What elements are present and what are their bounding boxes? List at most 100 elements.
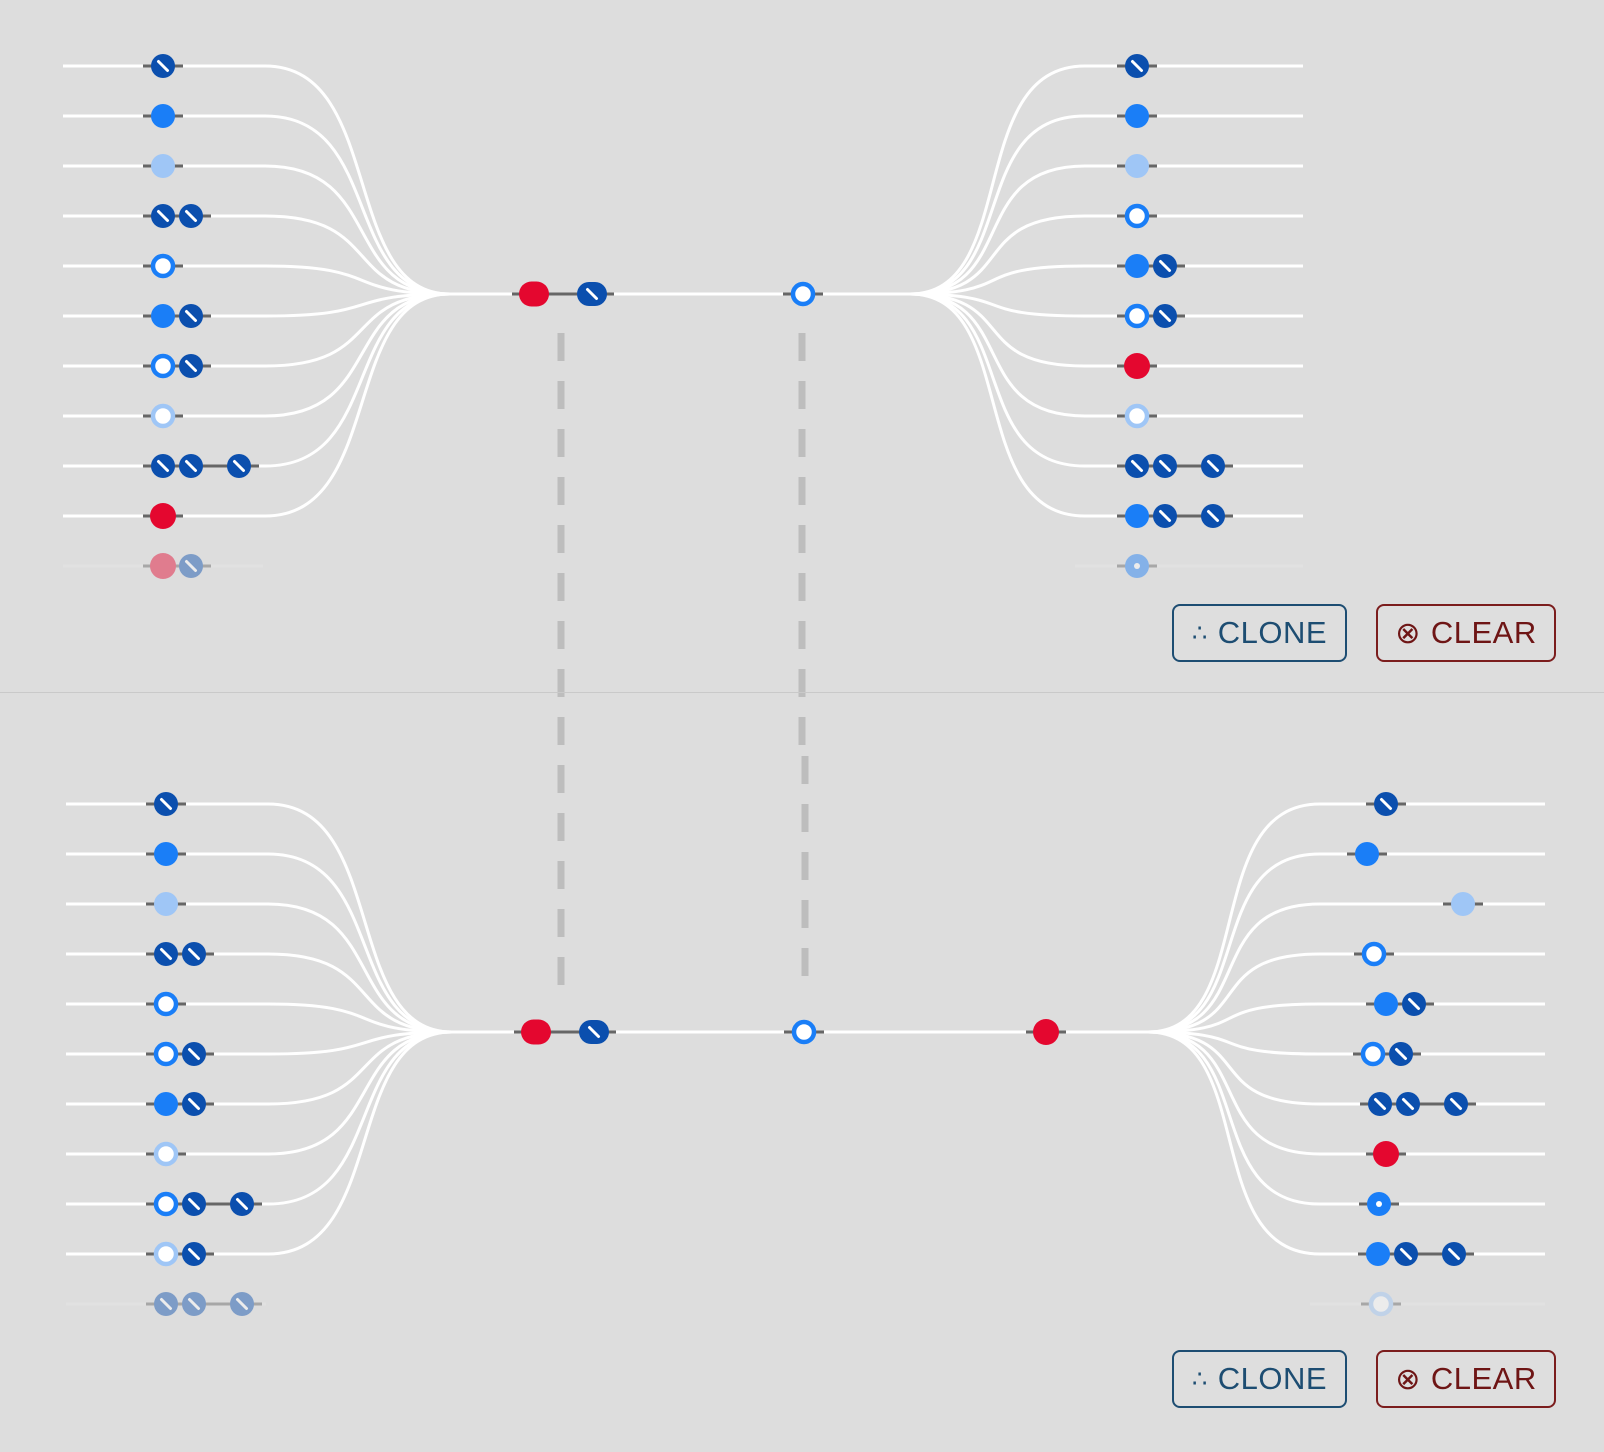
dark-slashed-token[interactable] bbox=[1444, 1092, 1468, 1116]
blue-ring-token[interactable] bbox=[790, 281, 816, 307]
blue-ring-token[interactable] bbox=[1124, 303, 1150, 329]
left-branch-tokens bbox=[143, 104, 183, 128]
dark-slashed-token[interactable] bbox=[1125, 54, 1149, 78]
clone-button-label: CLONE bbox=[1217, 615, 1328, 650]
right-branch-tokens bbox=[1117, 203, 1157, 229]
red-token[interactable] bbox=[1124, 353, 1150, 379]
clone-button-label: CLONE bbox=[1217, 1361, 1328, 1396]
blue-ring-token[interactable] bbox=[153, 1191, 179, 1217]
dark-slashed-token[interactable] bbox=[1374, 792, 1398, 816]
dark-slashed-token[interactable] bbox=[1201, 454, 1225, 478]
light-blue-token[interactable] bbox=[154, 892, 178, 916]
left-branch-tokens bbox=[143, 204, 211, 228]
red-token[interactable] bbox=[150, 553, 176, 579]
right-branch bbox=[1147, 941, 1545, 1034]
blue-token[interactable] bbox=[1125, 504, 1149, 528]
blue-token[interactable] bbox=[1355, 842, 1379, 866]
light-blue-token[interactable] bbox=[151, 154, 175, 178]
dark-slashed-token[interactable] bbox=[230, 1292, 254, 1316]
left-branch-tokens bbox=[146, 1241, 214, 1267]
light-ring-token[interactable] bbox=[1124, 403, 1150, 429]
blue-dot-token[interactable] bbox=[1125, 554, 1149, 578]
blue-ring-token[interactable] bbox=[1360, 1041, 1386, 1067]
dark-slashed-token[interactable] bbox=[154, 1292, 178, 1316]
dark-slashed-token[interactable] bbox=[1201, 504, 1225, 528]
red-pill-token[interactable] bbox=[521, 1019, 551, 1045]
dark-slashed-token[interactable] bbox=[154, 942, 178, 966]
red-token[interactable] bbox=[1373, 1141, 1399, 1167]
left-branch bbox=[63, 292, 451, 328]
dark-slashed-token[interactable] bbox=[182, 1242, 206, 1266]
left-branch-tokens bbox=[146, 892, 186, 916]
dark-slashed-token[interactable] bbox=[151, 454, 175, 478]
blue-dot-token[interactable] bbox=[1367, 1192, 1391, 1216]
red-token[interactable] bbox=[150, 503, 176, 529]
blue-token[interactable] bbox=[1125, 104, 1149, 128]
dark-slashed-token[interactable] bbox=[179, 354, 203, 378]
red-pill-token[interactable] bbox=[519, 281, 549, 307]
blue-ring-token[interactable] bbox=[791, 1019, 817, 1045]
right-branch bbox=[909, 203, 1303, 296]
blue-token[interactable] bbox=[154, 842, 178, 866]
dark-slashed-token[interactable] bbox=[182, 1292, 206, 1316]
blue-token[interactable] bbox=[151, 304, 175, 328]
left-branch-tokens bbox=[143, 304, 211, 328]
dark-slashed-token[interactable] bbox=[179, 554, 203, 578]
dark-slashed-token[interactable] bbox=[151, 204, 175, 228]
dark-slashed-token[interactable] bbox=[179, 304, 203, 328]
dark-slashed-token[interactable] bbox=[1396, 1092, 1420, 1116]
dark-pill-token[interactable] bbox=[577, 282, 607, 306]
dark-slashed-token[interactable] bbox=[1153, 504, 1177, 528]
blue-token[interactable] bbox=[1366, 1242, 1390, 1266]
blue-token[interactable] bbox=[1374, 992, 1398, 1016]
dark-slashed-token[interactable] bbox=[151, 54, 175, 78]
dark-slashed-token[interactable] bbox=[1368, 1092, 1392, 1116]
blue-ring-token[interactable] bbox=[1361, 941, 1387, 967]
left-branch-tokens bbox=[146, 842, 186, 866]
blue-ring-token[interactable] bbox=[150, 253, 176, 279]
left-branch bbox=[63, 104, 451, 296]
clear-button[interactable]: ⊗ CLEAR bbox=[1376, 1350, 1556, 1408]
blue-ring-token[interactable] bbox=[1124, 203, 1150, 229]
left-branch bbox=[66, 1030, 453, 1217]
dark-slashed-token[interactable] bbox=[1394, 1242, 1418, 1266]
dark-slashed-token[interactable] bbox=[1153, 304, 1177, 328]
light-ring-token[interactable] bbox=[153, 1141, 179, 1167]
dark-slashed-token[interactable] bbox=[179, 204, 203, 228]
dark-slashed-token[interactable] bbox=[1442, 1242, 1466, 1266]
left-branch-tokens bbox=[146, 1092, 214, 1116]
clear-button[interactable]: ⊗ CLEAR bbox=[1376, 604, 1556, 662]
dark-slashed-token[interactable] bbox=[179, 454, 203, 478]
clone-button[interactable]: ∴ CLONE bbox=[1172, 1350, 1347, 1408]
dark-slashed-token[interactable] bbox=[1153, 454, 1177, 478]
clone-button[interactable]: ∴ CLONE bbox=[1172, 604, 1347, 662]
dark-slashed-token[interactable] bbox=[230, 1192, 254, 1216]
light-ring-token[interactable] bbox=[150, 403, 176, 429]
right-branch-tokens bbox=[1358, 1242, 1474, 1266]
dark-slashed-token[interactable] bbox=[227, 454, 251, 478]
blue-token[interactable] bbox=[154, 1092, 178, 1116]
dark-slashed-token[interactable] bbox=[182, 942, 206, 966]
blue-ring-token[interactable] bbox=[150, 353, 176, 379]
dark-slashed-token[interactable] bbox=[1389, 1042, 1413, 1066]
blue-ring-token[interactable] bbox=[153, 991, 179, 1017]
left-branch-tokens bbox=[146, 1292, 262, 1316]
dark-slashed-token[interactable] bbox=[182, 1042, 206, 1066]
light-ring-token[interactable] bbox=[153, 1241, 179, 1267]
dark-pill-token[interactable] bbox=[579, 1020, 609, 1044]
dark-slashed-token[interactable] bbox=[1402, 992, 1426, 1016]
red-token[interactable] bbox=[1033, 1019, 1059, 1045]
dark-slashed-token[interactable] bbox=[182, 1192, 206, 1216]
blue-token[interactable] bbox=[151, 104, 175, 128]
dark-slashed-token[interactable] bbox=[1153, 254, 1177, 278]
right-branch bbox=[1075, 554, 1303, 578]
light-blue-token[interactable] bbox=[1125, 154, 1149, 178]
dark-slashed-token[interactable] bbox=[1125, 454, 1149, 478]
light-ring-token[interactable] bbox=[1368, 1291, 1394, 1317]
dark-slashed-token[interactable] bbox=[154, 792, 178, 816]
light-blue-token[interactable] bbox=[1451, 892, 1475, 916]
dark-slashed-token[interactable] bbox=[182, 1092, 206, 1116]
blue-ring-token[interactable] bbox=[153, 1041, 179, 1067]
blue-token[interactable] bbox=[1125, 254, 1149, 278]
left-branch-tokens bbox=[143, 154, 183, 178]
